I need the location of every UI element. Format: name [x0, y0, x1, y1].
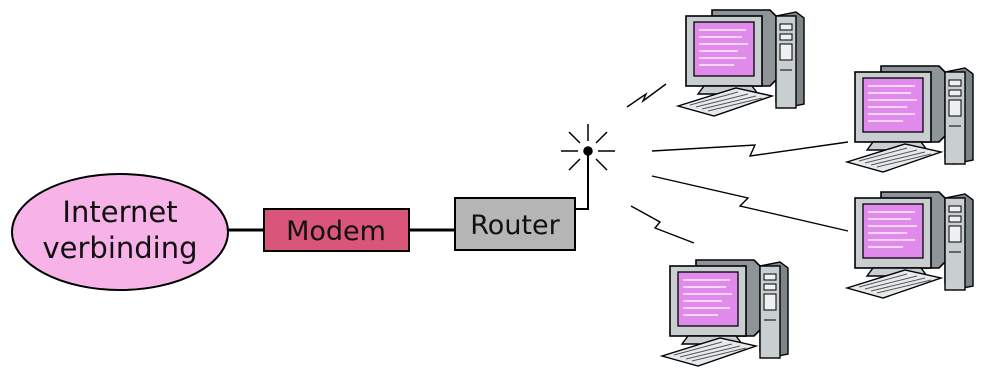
wireless-link-pc-2 [651, 141, 849, 157]
internet-connection-node: Internet verbinding [11, 173, 229, 291]
computer-1-icon [677, 9, 805, 117]
wireless-link-pc-1 [626, 83, 667, 108]
router-label: Router [470, 210, 560, 241]
computer-2-icon [846, 65, 974, 173]
computer-3-icon [846, 191, 974, 299]
wireless-signal-icon [561, 124, 615, 178]
modem-label: Modem [286, 216, 386, 247]
router-antenna [575, 151, 589, 210]
modem-node: Modem [263, 208, 410, 252]
wireless-link-pc-3 [651, 175, 849, 232]
internet-label-line1: Internet [62, 195, 177, 229]
wireless-link-pc-4 [630, 205, 695, 244]
internet-label-line2: verbinding [42, 231, 197, 265]
computer-4-icon [661, 259, 789, 367]
router-node: Router [454, 197, 576, 251]
